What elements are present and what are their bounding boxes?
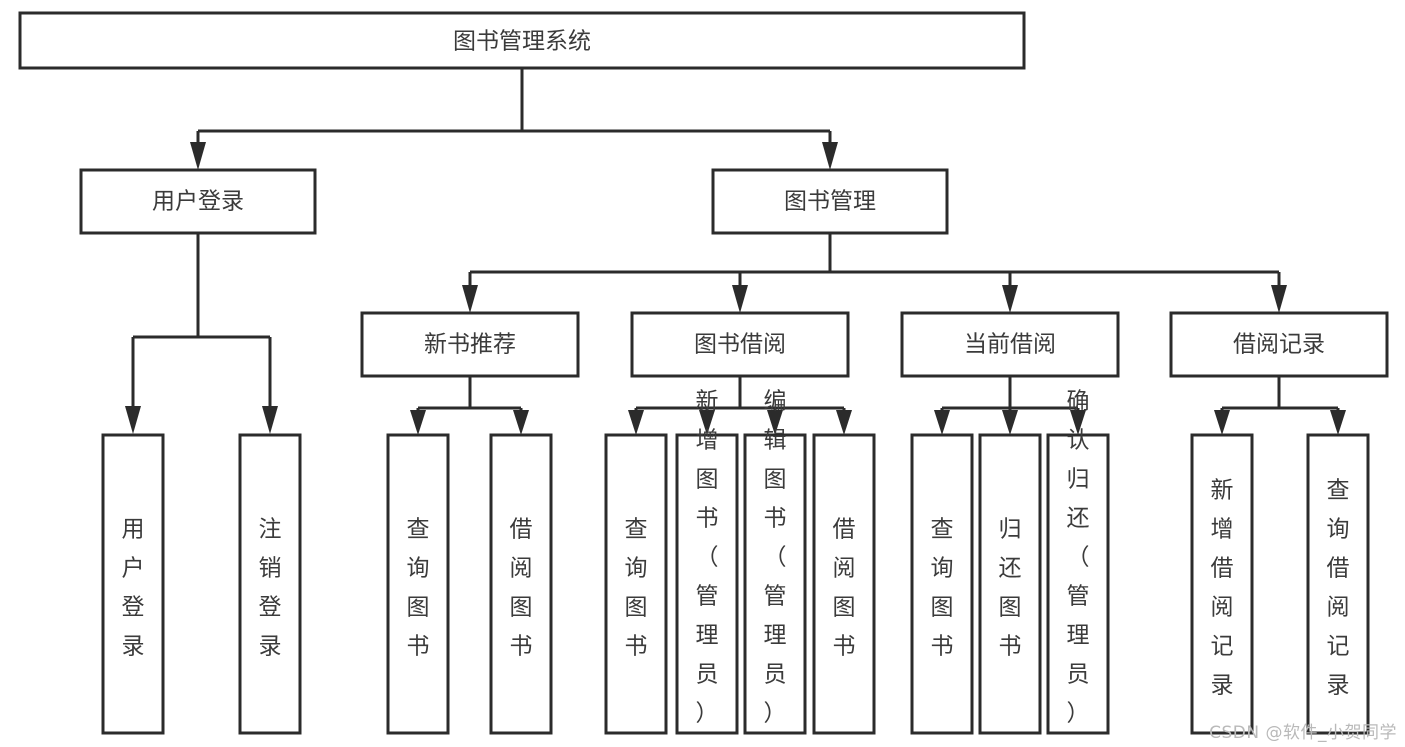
arrowhead-currentborrow-leaf3: [1070, 410, 1086, 435]
leaf-bookborrow-borrow-book-box[interactable]: [812, 433, 876, 735]
leaf-user-login-box[interactable]: [101, 433, 165, 735]
node-current-borrow-label: 当前借阅: [964, 332, 1056, 358]
node-root[interactable]: 图书管理系统: [18, 11, 1026, 70]
leaf-bookborrow-query-book-label: 查询图书: [625, 516, 648, 659]
arrowhead-bookborrow-leaf2: [699, 410, 715, 435]
leaf-bookborrow-add-book[interactable]: 新增图书（管理员）: [675, 388, 739, 735]
node-book-borrow[interactable]: 图书借阅: [630, 311, 850, 378]
leaf-bookborrow-add-book-box[interactable]: [675, 433, 739, 735]
leaf-newbook-borrow-book[interactable]: 借阅图书: [489, 433, 553, 735]
leaf-currentborrow-query-book-box[interactable]: [910, 433, 974, 735]
node-new-book-recommend[interactable]: 新书推荐: [360, 311, 580, 378]
leaf-newbook-query-book-label: 查询图书: [407, 516, 430, 659]
arrowhead-borrow-record: [1271, 285, 1287, 313]
arrowhead-bookborrow-leaf1: [628, 410, 644, 435]
node-book-borrow-label: 图书借阅: [694, 332, 786, 358]
node-borrow-record-box[interactable]: [1169, 311, 1389, 378]
arrowhead-newbook-leaf1: [410, 410, 426, 435]
leaf-logout[interactable]: 注销登录: [238, 433, 302, 735]
leaf-currentborrow-query-book-label: 查询图书: [931, 516, 954, 659]
leaf-bookborrow-query-book-box[interactable]: [604, 433, 668, 735]
leaf-borrowrecord-query-record[interactable]: 查询借阅记录: [1306, 433, 1370, 735]
arrowhead-book-mgmt: [822, 142, 838, 170]
leaf-currentborrow-confirm-return[interactable]: 确认归还（管理员）: [1046, 388, 1110, 735]
leaf-currentborrow-return-book-box[interactable]: [978, 433, 1042, 735]
leaf-currentborrow-confirm-return-box[interactable]: [1046, 433, 1110, 735]
leaf-borrowrecord-add-record-label: 新增借阅记录: [1211, 477, 1234, 698]
node-borrow-record-label: 借阅记录: [1233, 332, 1325, 358]
csdn-watermark: CSDN @软件_小贺同学: [1209, 723, 1397, 743]
arrowhead-newbook-leaf2: [513, 410, 529, 435]
leaf-bookborrow-borrow-book[interactable]: 借阅图书: [812, 433, 876, 735]
node-new-book-recommend-box[interactable]: [360, 311, 580, 378]
arrowhead-current-borrow: [1002, 285, 1018, 313]
node-current-borrow-box[interactable]: [900, 311, 1120, 378]
leaf-bookborrow-query-book[interactable]: 查询图书: [604, 433, 668, 735]
leaf-bookborrow-add-book-label: 新增图书（管理员）: [696, 388, 719, 726]
leaf-borrowrecord-add-record-box[interactable]: [1190, 433, 1254, 735]
arrowhead-currentborrow-leaf1: [934, 410, 950, 435]
node-book-management-box[interactable]: [711, 168, 949, 235]
arrowhead-bookborrow-leaf3: [767, 410, 783, 435]
arrowhead-new-book: [462, 285, 478, 313]
node-current-borrow[interactable]: 当前借阅: [900, 311, 1120, 378]
arrowhead-borrowrecord-leaf2: [1330, 410, 1346, 435]
leaf-currentborrow-return-book-label: 归还图书: [999, 516, 1022, 659]
leaf-user-login-label: 用户登录: [122, 516, 145, 659]
arrowhead-borrowrecord-leaf1: [1214, 410, 1230, 435]
leaf-logout-box[interactable]: [238, 433, 302, 735]
node-root-box[interactable]: [18, 11, 1026, 70]
leaf-bookborrow-borrow-book-label: 借阅图书: [833, 516, 856, 659]
leaf-currentborrow-return-book[interactable]: 归还图书: [978, 433, 1042, 735]
node-user-login-box[interactable]: [79, 168, 317, 235]
leaf-currentborrow-query-book[interactable]: 查询图书: [910, 433, 974, 735]
node-book-management[interactable]: 图书管理: [711, 168, 949, 235]
leaf-borrowrecord-add-record[interactable]: 新增借阅记录: [1190, 433, 1254, 735]
leaf-newbook-query-book-box[interactable]: [386, 433, 450, 735]
arrowhead-currentborrow-leaf2: [1002, 410, 1018, 435]
arrowhead-leaf-logout: [262, 406, 278, 434]
node-borrow-record[interactable]: 借阅记录: [1169, 311, 1389, 378]
arrowhead-book-borrow: [732, 285, 748, 313]
node-new-book-recommend-label: 新书推荐: [424, 332, 516, 358]
node-book-borrow-box[interactable]: [630, 311, 850, 378]
node-book-management-label: 图书管理: [784, 189, 876, 215]
node-root-label: 图书管理系统: [453, 29, 591, 55]
leaf-bookborrow-edit-book[interactable]: 编辑图书（管理员）: [743, 388, 807, 735]
arrowhead-leaf-user-login: [125, 406, 141, 434]
leaf-user-login[interactable]: 用户登录: [101, 433, 165, 735]
leaf-currentborrow-confirm-return-label: 确认归还（管理员）: [1067, 388, 1090, 726]
leaf-newbook-borrow-book-label: 借阅图书: [510, 516, 533, 659]
leaf-logout-label: 注销登录: [259, 516, 282, 659]
node-user-login-label: 用户登录: [152, 189, 244, 215]
node-user-login[interactable]: 用户登录: [79, 168, 317, 235]
leaf-bookborrow-edit-book-box[interactable]: [743, 433, 807, 735]
leaf-newbook-borrow-book-box[interactable]: [489, 433, 553, 735]
leaf-borrowrecord-query-record-box[interactable]: [1306, 433, 1370, 735]
leaf-borrowrecord-query-record-label: 查询借阅记录: [1327, 477, 1350, 698]
leaf-bookborrow-edit-book-label: 编辑图书（管理员）: [764, 388, 787, 726]
leaf-newbook-query-book[interactable]: 查询图书: [386, 433, 450, 735]
arrowhead-user-login: [190, 142, 206, 170]
connector-layer: [125, 68, 1346, 435]
arrowhead-bookborrow-leaf4: [836, 410, 852, 435]
